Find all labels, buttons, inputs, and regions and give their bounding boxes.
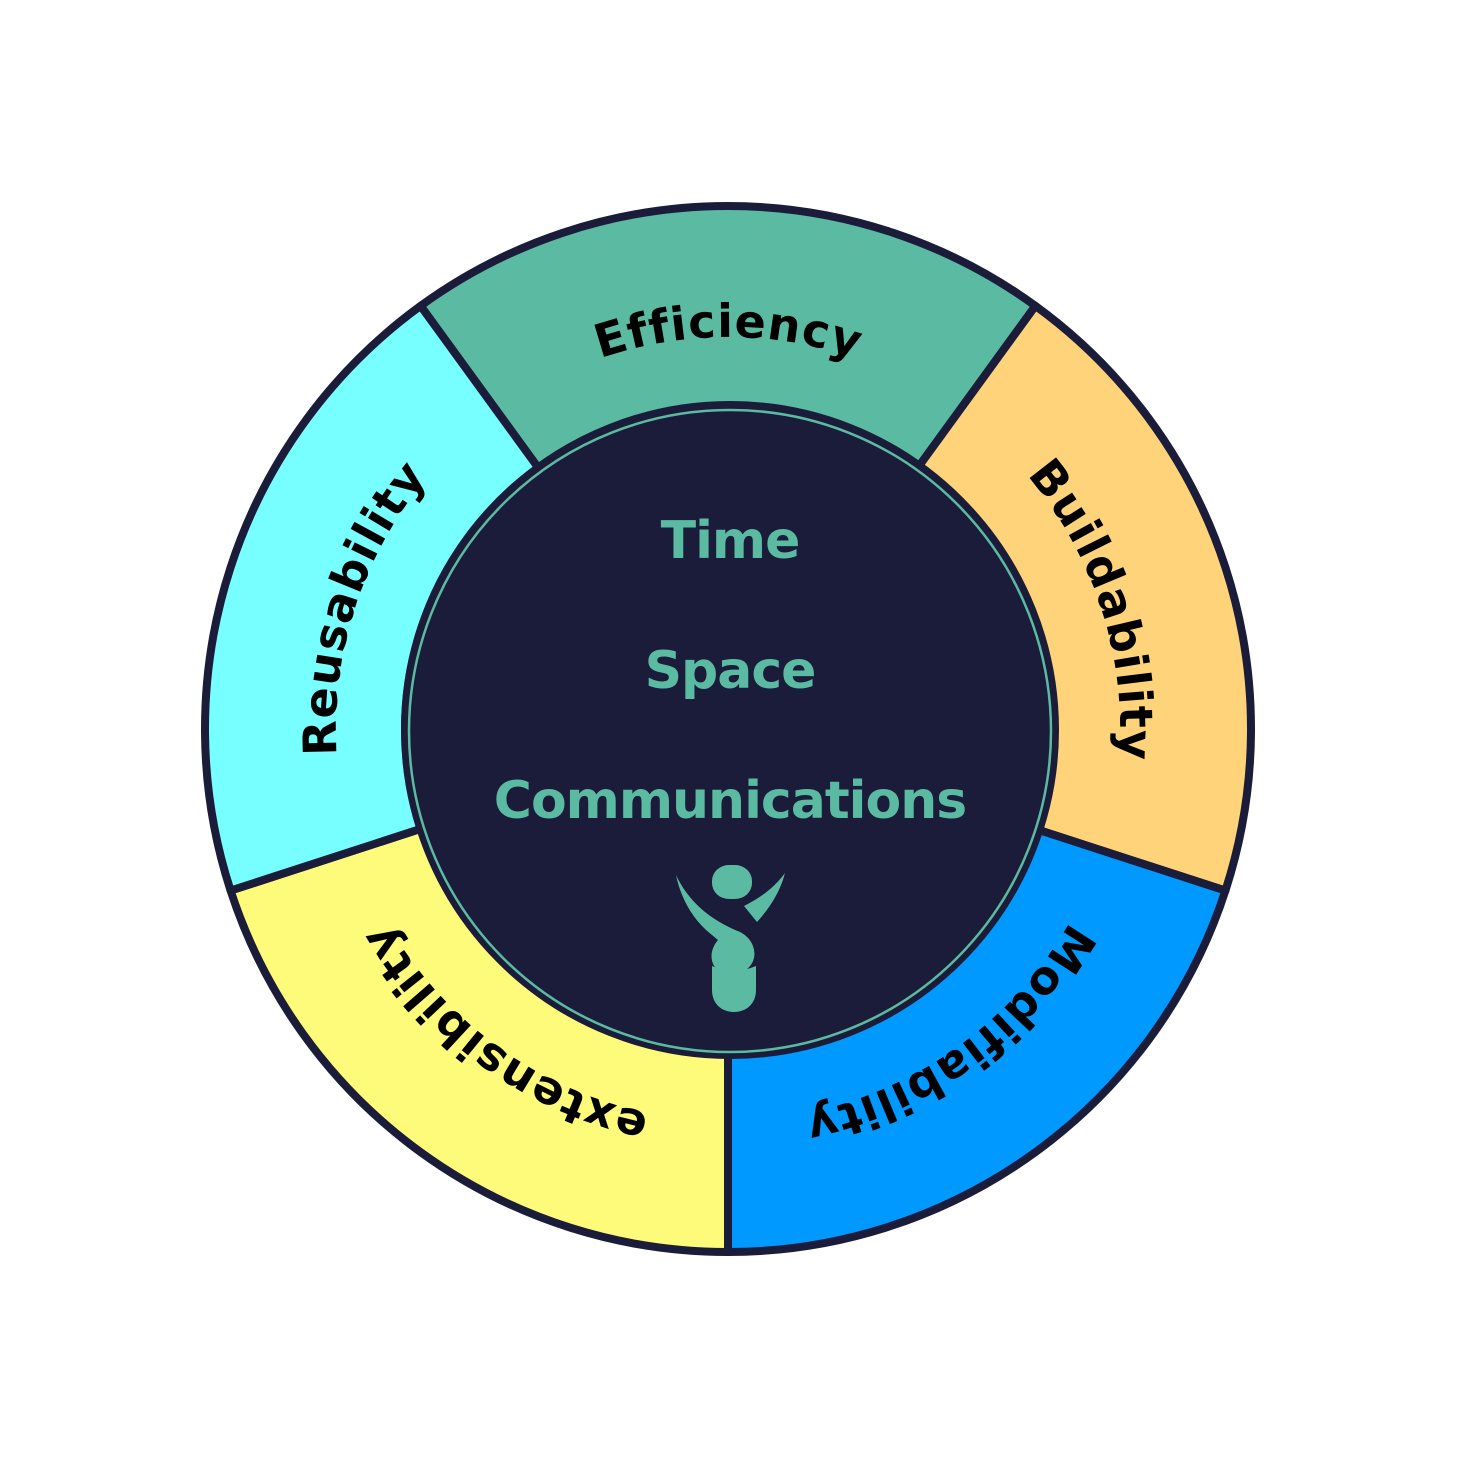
core-text-time: Time (661, 511, 800, 571)
core-text-space: Space (645, 641, 816, 701)
person-arms-raised-logo-icon (676, 865, 785, 1012)
core-disc (407, 408, 1053, 1054)
core-circle: Time Space Communications (401, 401, 1059, 1059)
core-text-communications: Communications (494, 771, 966, 831)
